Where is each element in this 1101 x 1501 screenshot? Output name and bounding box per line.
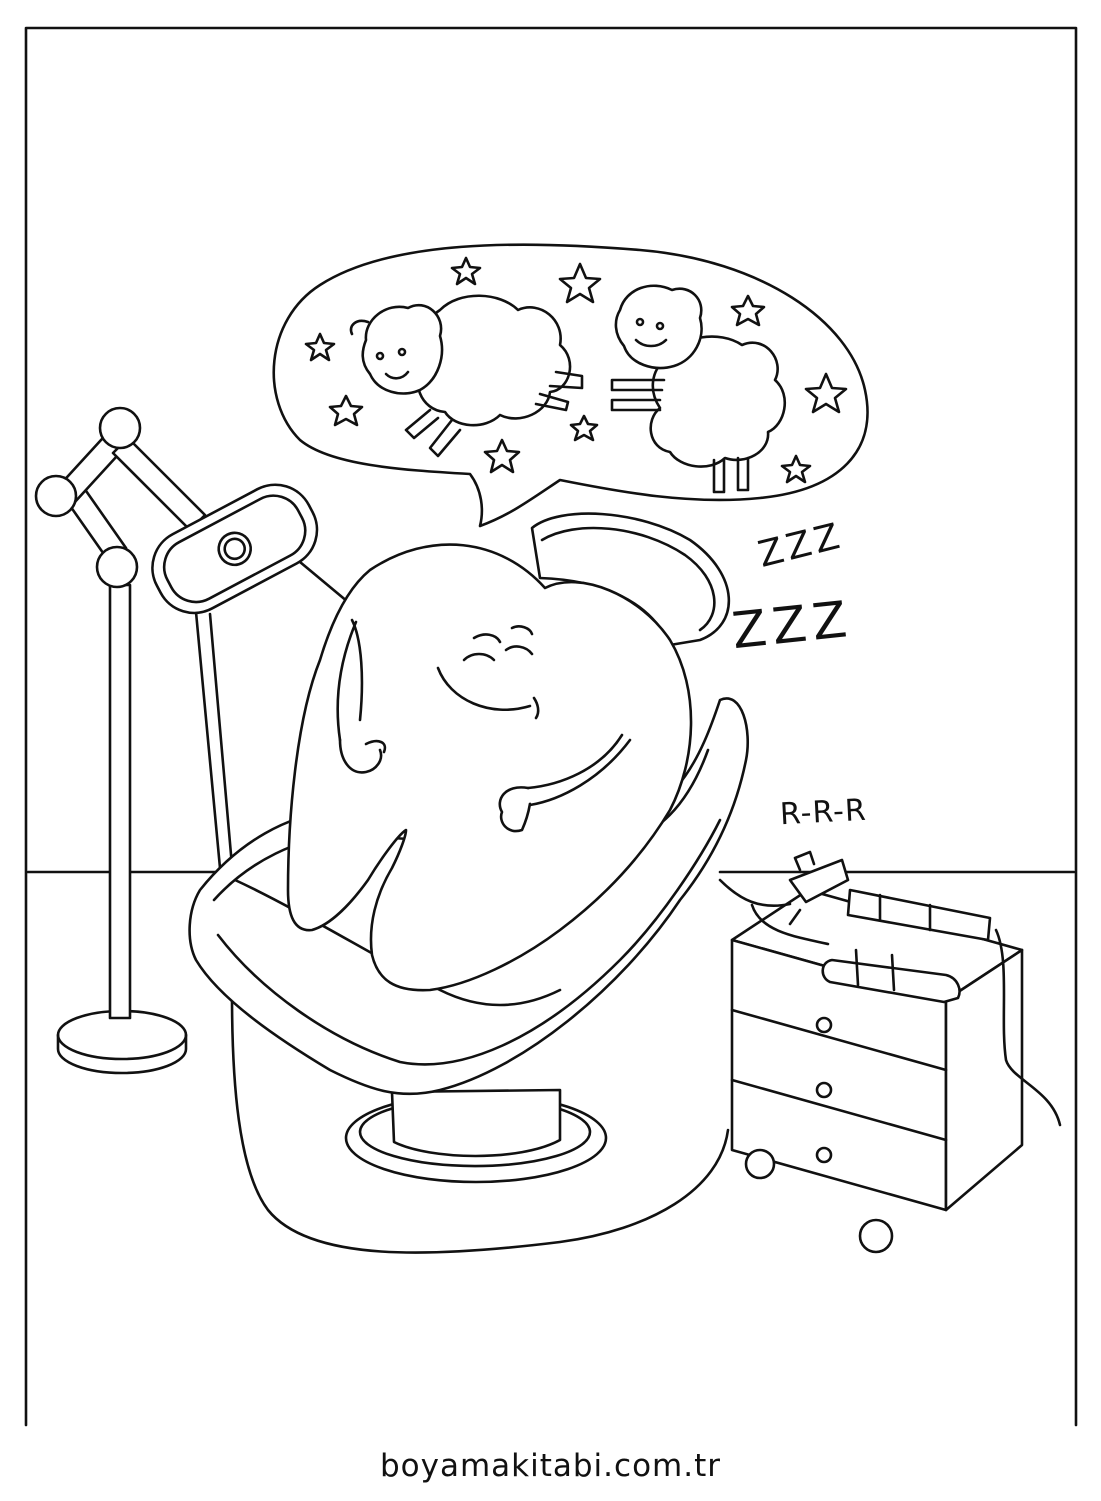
star-icon <box>483 438 521 474</box>
chair-floor-shadow <box>230 993 730 1254</box>
sleep-sound-large: ZZZ <box>729 589 856 661</box>
star-icons <box>304 256 848 484</box>
sheep-left-icon <box>349 294 584 458</box>
star-icon <box>328 394 364 427</box>
star-icon <box>569 414 599 442</box>
tooth-character-icon <box>286 543 693 992</box>
star-icon <box>780 454 812 484</box>
star-icon <box>804 372 848 414</box>
star-icon <box>558 262 602 304</box>
footer-site-text: boyamakitabi.com.tr <box>379 1448 721 1484</box>
star-icon <box>304 332 336 362</box>
dental-lamp-icon <box>34 406 362 1075</box>
sheep-right-icon <box>610 284 786 494</box>
drill-sound: R-R-R <box>779 792 868 833</box>
star-icon <box>450 256 482 286</box>
star-icon <box>730 294 766 327</box>
dental-cart-icon <box>718 850 1062 1254</box>
